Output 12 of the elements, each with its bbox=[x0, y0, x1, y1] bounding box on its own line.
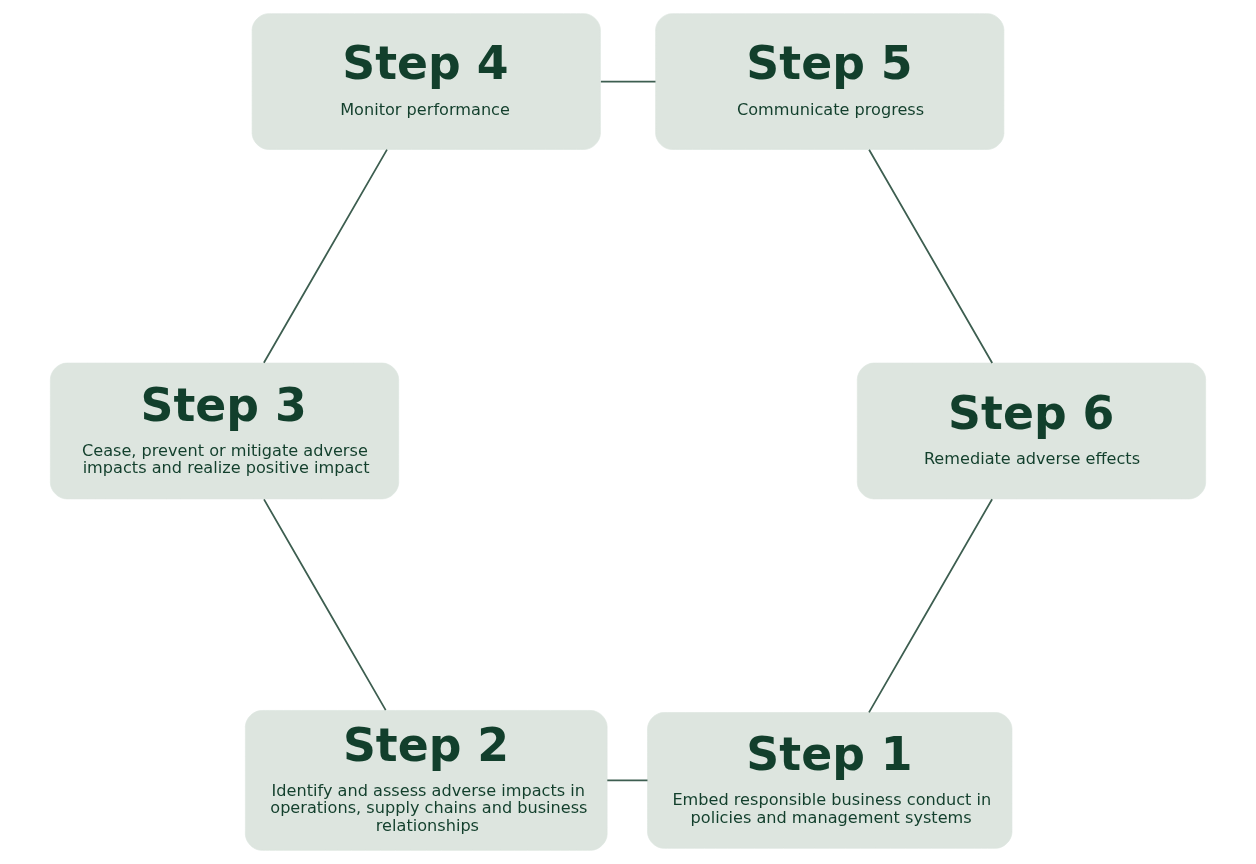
connector bbox=[606, 779, 649, 782]
connector bbox=[263, 148, 388, 364]
node-box: Step 3 Cease, prevent or mitigate adverse impacts and realize positive impact bbox=[50, 362, 399, 500]
connector bbox=[868, 148, 994, 364]
node-box: Step 1 Embed responsible business conduct in policies and management systems bbox=[647, 712, 1013, 849]
connector bbox=[600, 80, 657, 83]
connector bbox=[868, 498, 993, 714]
node-box: Step 6 Remediate adverse effects bbox=[857, 362, 1206, 500]
node-box: Step 5 Communicate progress bbox=[655, 13, 1005, 150]
connector bbox=[263, 498, 387, 711]
node-box: Step 4 Monitor performance bbox=[251, 13, 601, 150]
node-box: Step 2 Identify and assess adverse impacts in operations, supply chains and business relationships bbox=[245, 710, 608, 851]
